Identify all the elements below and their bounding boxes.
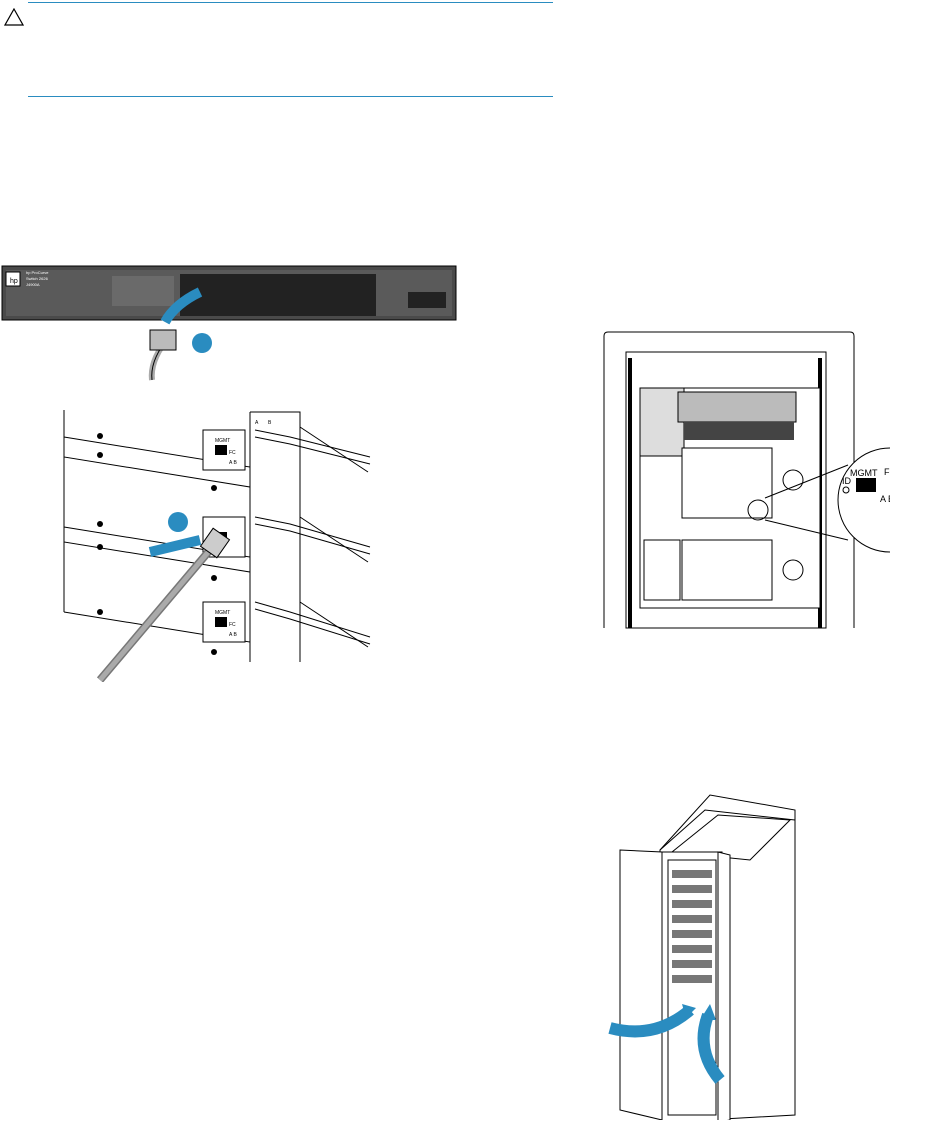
controller-3-fc-label: FC [229, 622, 236, 628]
caution-bottom-rule [28, 96, 553, 97]
magnifier-circle [837, 447, 890, 553]
cabinet-figure [608, 794, 796, 1120]
port-a-label: A [255, 420, 259, 426]
controller-1-ab-label: A B [229, 460, 237, 466]
airflow-arrow-left [608, 1005, 694, 1038]
controller-3-ab-label: A B [229, 632, 237, 638]
caution-triangle-icon [4, 8, 24, 26]
port-b-label: B [268, 420, 272, 426]
caution-top-rule [28, 2, 553, 3]
left-door [619, 849, 663, 1120]
rack-controller-figure: MGMT ID FC A B [603, 331, 890, 629]
network-switch: hp hp ProCurve Switch 2626 J4900A [1, 265, 457, 321]
airflow-arrow-right [697, 1012, 725, 1084]
mgmt-port-icon [856, 478, 876, 492]
switch-and-array-figure: hp hp ProCurve Switch 2626 J4900A MGMT F… [1, 265, 457, 682]
switch-model-line-2: Switch 2626 [26, 276, 49, 281]
magnified-id-label: ID [842, 476, 852, 486]
switch-model-line-3: J4900A [26, 282, 40, 287]
magnified-fc-label: FC [884, 467, 890, 477]
callout-2-circle [168, 512, 188, 532]
controller-1-mgmt-label: MGMT [215, 438, 230, 444]
switch-model-line-1: hp ProCurve [26, 270, 49, 275]
id-led-icon [842, 486, 850, 494]
hp-logo-text: hp [10, 278, 18, 285]
hp-logo-icon [5, 271, 21, 287]
right-door [717, 851, 731, 1120]
callout-1-circle [192, 333, 212, 353]
controller-1-fc-label: FC [229, 450, 236, 456]
controller-3-mgmt-label: MGMT [215, 610, 230, 616]
magnified-mgmt-label: MGMT [850, 468, 878, 478]
magnified-ab-label: A B [880, 494, 890, 504]
